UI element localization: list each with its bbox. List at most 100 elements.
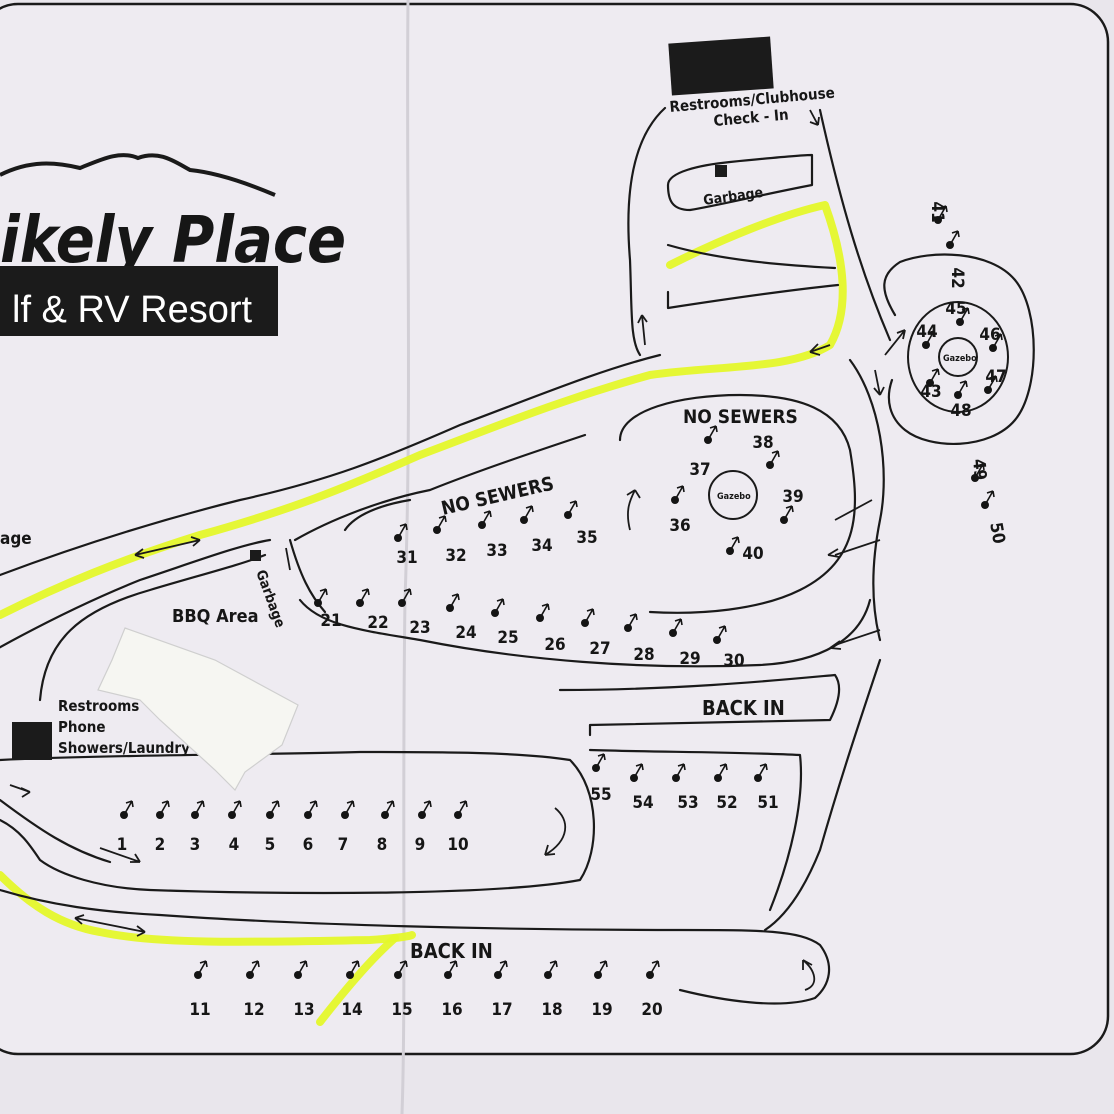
site-number: 16 xyxy=(441,1000,462,1020)
site-number: 34 xyxy=(531,536,552,556)
campsite-24: 24 xyxy=(446,593,477,643)
site-number: 7 xyxy=(338,835,349,855)
site-dot xyxy=(624,624,632,632)
campsite-25: 25 xyxy=(491,598,519,648)
site-dot xyxy=(669,629,677,637)
campsite-51: 51 xyxy=(754,763,779,813)
site-dot xyxy=(478,521,486,529)
site-number: 23 xyxy=(409,618,430,638)
campsite-19: 19 xyxy=(591,960,613,1020)
campsite-41: 41 xyxy=(927,201,948,224)
site-number: 37 xyxy=(689,460,710,480)
campsite-4: 4 xyxy=(228,800,242,855)
site-dot xyxy=(766,461,774,469)
site-number: 54 xyxy=(632,793,653,813)
site-number: 29 xyxy=(679,649,700,669)
site-number: 1 xyxy=(117,835,128,855)
site-number: 39 xyxy=(782,487,803,507)
site-number: 33 xyxy=(486,541,507,561)
logo-title: ikely Place xyxy=(0,204,346,278)
site-dot xyxy=(381,811,389,819)
site-dot xyxy=(356,599,364,607)
gazebo-label: Gazebo xyxy=(943,354,977,364)
site-dot xyxy=(536,614,544,622)
site-number: 3 xyxy=(190,835,201,855)
site-dot xyxy=(713,636,721,644)
site-number: 49 xyxy=(968,458,990,481)
campsite-18: 18 xyxy=(541,960,563,1020)
site-dot xyxy=(544,971,552,979)
campsite-2: 2 xyxy=(155,800,170,855)
site-number: 4 xyxy=(229,835,240,855)
campsite-23: 23 xyxy=(398,588,431,638)
back-in-label: BACK IN xyxy=(702,696,785,720)
site-number: 17 xyxy=(491,1000,512,1020)
campsite-22: 22 xyxy=(356,588,389,633)
site-dot xyxy=(494,971,502,979)
site-dot xyxy=(564,511,572,519)
site-dot xyxy=(394,534,402,542)
restrooms-label: Restrooms xyxy=(58,697,139,715)
gazebo-icon xyxy=(708,470,758,520)
no-sewers-label: NO SEWERS xyxy=(683,406,798,428)
gazebo-label: Gazebo xyxy=(717,492,751,502)
campsite-33: 33 xyxy=(478,510,508,561)
site-number: 55 xyxy=(590,785,611,805)
site-dot xyxy=(780,516,788,524)
campsite-43: 43 xyxy=(920,368,942,402)
site-dot xyxy=(671,496,679,504)
logo-subtitle: lf & RV Resort xyxy=(12,289,252,331)
site-number: 13 xyxy=(293,1000,314,1020)
site-number: 38 xyxy=(752,433,773,453)
campsite-15: 15 xyxy=(391,960,413,1020)
mountains-icon xyxy=(0,153,276,197)
campsite-31: 31 xyxy=(394,523,418,568)
map-sheet xyxy=(0,2,1110,1056)
site-dot xyxy=(346,971,354,979)
resort-logo: ikely Place lf & RV Resort xyxy=(0,153,346,336)
campsite-30: 30 xyxy=(713,625,745,671)
site-dot xyxy=(989,344,997,352)
traffic-arrows xyxy=(9,109,906,991)
campsite-44: 44 xyxy=(916,322,938,349)
campsite-50: 50 xyxy=(981,490,1009,545)
site-dot xyxy=(294,971,302,979)
site-number: 24 xyxy=(455,623,476,643)
site-number: 25 xyxy=(497,628,518,648)
site-dot xyxy=(922,341,930,349)
campsite-53: 53 xyxy=(672,763,699,813)
site-dot xyxy=(704,436,712,444)
campsite-11: 11 xyxy=(189,960,211,1020)
site-dot xyxy=(120,811,128,819)
site-dot xyxy=(594,971,602,979)
site-number: 15 xyxy=(391,1000,412,1020)
site-number: 2 xyxy=(155,835,166,855)
campsite-5: 5 xyxy=(265,800,280,855)
campsite-46: 46 xyxy=(979,325,1003,352)
campsite-17: 17 xyxy=(491,960,513,1020)
site-number: 11 xyxy=(189,1000,210,1020)
site-number: 20 xyxy=(641,1000,662,1020)
paper-sticker xyxy=(97,627,299,791)
campsite-20: 20 xyxy=(641,960,663,1020)
site-dot xyxy=(934,216,942,224)
site-dot xyxy=(398,599,406,607)
campsite-16: 16 xyxy=(441,960,463,1020)
site-number: 6 xyxy=(303,835,314,855)
site-number: 30 xyxy=(723,651,744,671)
campsite-39: 39 xyxy=(780,487,804,524)
fold-line xyxy=(400,0,411,1114)
site-dot xyxy=(341,811,349,819)
site-number: 53 xyxy=(677,793,698,813)
campsite-13: 13 xyxy=(293,960,315,1020)
site-number: 22 xyxy=(367,613,388,633)
site-dot xyxy=(266,811,274,819)
site-number: 5 xyxy=(265,835,276,855)
site-number: 21 xyxy=(320,611,341,631)
site-dot xyxy=(433,526,441,534)
site-number: 28 xyxy=(633,645,654,665)
campsite-54: 54 xyxy=(630,763,654,813)
site-dot xyxy=(246,971,254,979)
site-number: 44 xyxy=(916,322,937,342)
